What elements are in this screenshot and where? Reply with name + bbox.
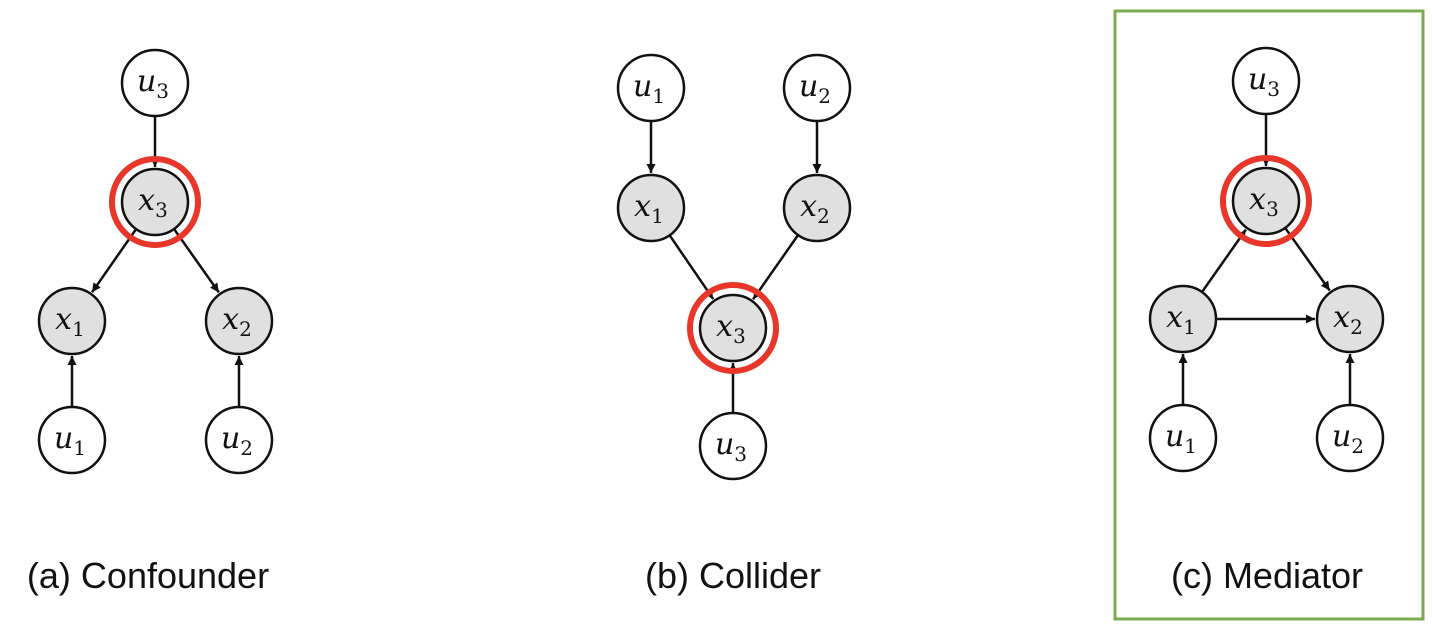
caption-confounder: (a) Confounder — [27, 555, 269, 596]
edge-p2-x1-x3 — [669, 235, 715, 300]
node-label-p2-u2: u2 — [799, 69, 831, 108]
node-circle-p2-x3 — [698, 293, 768, 363]
node-p3-u2: u2 — [1315, 403, 1385, 473]
node-p2-x1: x1 — [616, 173, 686, 243]
node-label-p1-x2: x2 — [222, 302, 252, 341]
node-circle-p1-u3 — [120, 48, 190, 118]
node-p2-u3: u3 — [698, 411, 768, 481]
node-label-p2-u3: u3 — [715, 427, 747, 466]
node-label-p2-u1: u1 — [633, 69, 665, 108]
node-circle-p2-u1 — [616, 53, 686, 123]
edge-p3-x3-x2 — [1284, 227, 1331, 292]
node-p2-u1: u1 — [616, 53, 686, 123]
node-circle-p2-u2 — [782, 53, 852, 123]
node-label-p3-x1: x1 — [1166, 300, 1196, 339]
node-circle-p1-u1 — [37, 405, 107, 475]
node-circle-p3-u3 — [1231, 46, 1301, 116]
node-label-p3-u2: u2 — [1332, 419, 1364, 458]
caption-mediator: (c) Mediator — [1171, 555, 1363, 596]
highlight-ring-p3 — [1220, 155, 1312, 247]
node-circle-p3-x3 — [1231, 166, 1301, 236]
edge-p1-x3-x1 — [90, 229, 137, 294]
node-p3-x3: x3 — [1220, 155, 1312, 247]
node-p3-x1: x1 — [1148, 284, 1218, 354]
node-p2-x3: x3 — [687, 282, 779, 374]
node-circle-p3-x2 — [1315, 284, 1385, 354]
node-label-p1-u2: u2 — [221, 421, 253, 460]
mediator-panel-box — [1113, 9, 1425, 621]
node-circle-p2-x1 — [616, 173, 686, 243]
node-p1-x3: x3 — [109, 156, 201, 248]
node-label-p2-x3: x3 — [716, 309, 746, 348]
node-label-p3-u1: u1 — [1165, 419, 1197, 458]
node-p3-u3: u3 — [1231, 46, 1301, 116]
node-circle-p1-u2 — [204, 405, 274, 475]
node-circle-p1-x1 — [37, 286, 107, 356]
node-circle-p3-u2 — [1315, 403, 1385, 473]
node-p3-u1: u1 — [1148, 403, 1218, 473]
node-circle-p1-x3 — [120, 167, 190, 237]
node-label-p3-x2: x2 — [1333, 300, 1363, 339]
node-label-p1-u1: u1 — [54, 421, 86, 460]
node-circle-p1-x2 — [204, 286, 274, 356]
node-p1-x2: x2 — [204, 286, 274, 356]
node-label-p3-x3: x3 — [1249, 182, 1279, 221]
node-label-p1-x1: x1 — [55, 302, 85, 341]
node-label-p1-u3: u3 — [137, 64, 169, 103]
highlight-ring-p1 — [109, 156, 201, 248]
edge-p3-x1-x3 — [1201, 228, 1247, 292]
edge-p2-x2-x3 — [752, 235, 799, 301]
edge-p1-x3-x2 — [173, 229, 220, 294]
node-p1-x1: x1 — [37, 286, 107, 356]
node-p1-u2: u2 — [204, 405, 274, 475]
node-circle-p2-x2 — [782, 173, 852, 243]
node-p1-u3: u3 — [120, 48, 190, 118]
node-p3-x2: x2 — [1315, 284, 1385, 354]
node-p1-u1: u1 — [37, 405, 107, 475]
node-circle-p2-u3 — [698, 411, 768, 481]
node-p2-x2: x2 — [782, 173, 852, 243]
node-label-p2-x2: x2 — [800, 189, 830, 228]
node-p2-u2: u2 — [782, 53, 852, 123]
node-label-p1-x3: x3 — [138, 183, 168, 222]
node-circle-p3-x1 — [1148, 284, 1218, 354]
highlight-ring-p2 — [687, 282, 779, 374]
node-label-p3-u3: u3 — [1248, 62, 1280, 101]
node-label-p2-x1: x1 — [634, 189, 664, 228]
node-circle-p3-u1 — [1148, 403, 1218, 473]
caption-collider: (b) Collider — [645, 555, 821, 596]
